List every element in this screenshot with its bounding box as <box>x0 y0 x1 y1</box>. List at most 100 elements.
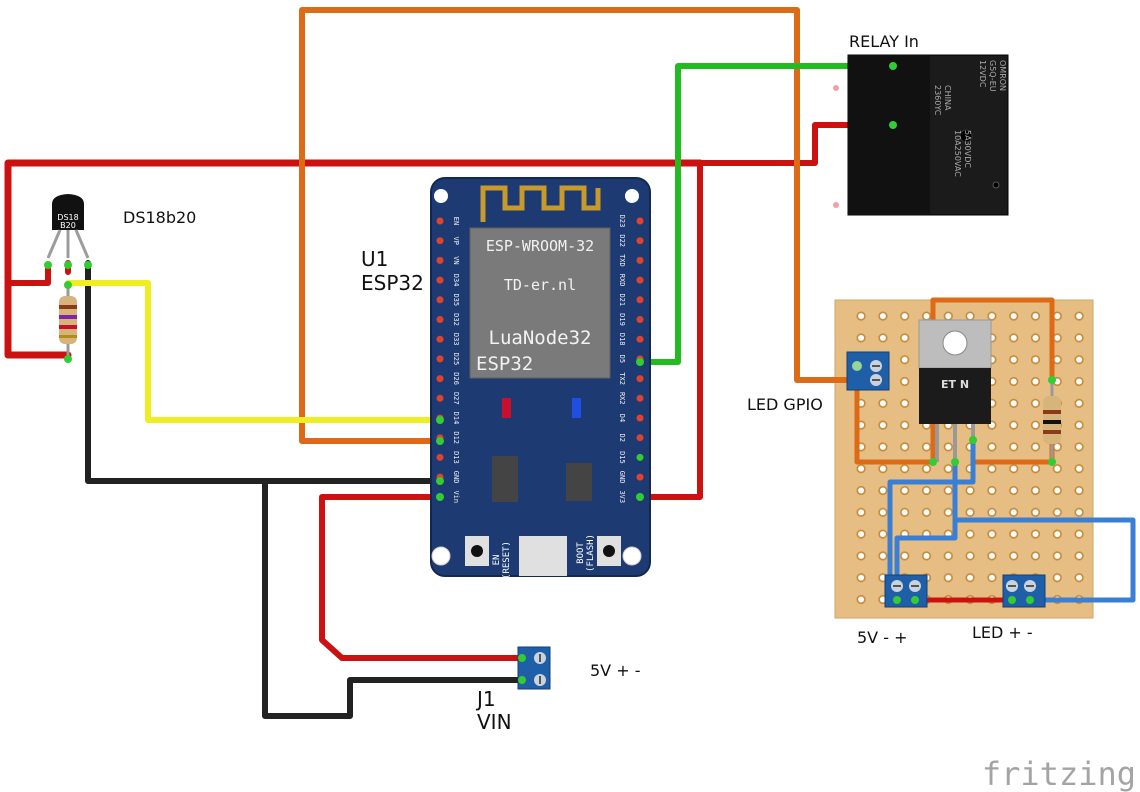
ds18b20-sensor: DS18 B20 <box>44 194 92 269</box>
pin-label-right-d5: D5 <box>618 355 626 363</box>
pin-left-d34 <box>436 276 444 284</box>
red-wire-sensor-loop <box>5 265 51 286</box>
fritzing-logo: fritzing <box>982 755 1136 792</box>
pin-right-d23 <box>636 217 644 225</box>
pin-right-d22 <box>636 237 644 245</box>
label-5v-board: 5V - + <box>857 628 907 647</box>
label-led-board: LED + - <box>972 623 1033 642</box>
pin-label-right-tx2: TX2 <box>618 372 626 385</box>
left-pin-header: ENVPVND34D35D32D33D25D26D27D14D12D13GNDV… <box>436 217 460 503</box>
black-wire-sensor-gnd <box>85 260 443 484</box>
pullup-resistor <box>59 281 77 363</box>
sensor-chip-line1: DS18 <box>57 213 78 222</box>
pin-label-left-d14: D14 <box>452 412 460 425</box>
pin-right-rx2 <box>636 394 644 402</box>
pin-right-d2 <box>636 434 644 442</box>
btn-left-sub: (RESET) <box>502 541 512 579</box>
terminal-led-board <box>1002 574 1046 608</box>
pin-right-d21 <box>636 296 644 304</box>
relay-rating1: 5A30VDC <box>963 130 972 168</box>
label-ds18b20: DS18b20 <box>123 208 196 227</box>
btn-right-label: BOOT <box>576 542 586 564</box>
esp-pin-connections <box>436 358 644 501</box>
pin-left-d25 <box>436 355 444 363</box>
pin-label-left-gnd: GND <box>452 471 460 484</box>
led-blue <box>572 398 581 418</box>
red-wire-vin <box>319 494 525 661</box>
red-wire-3v3 <box>637 160 703 500</box>
pin-left-d33 <box>436 335 444 343</box>
orange-wire-top <box>299 7 860 444</box>
pin-label-right-d22: D22 <box>618 234 626 247</box>
pin-left-vp <box>436 237 444 245</box>
pin-label-right-d15: D15 <box>618 451 626 464</box>
right-pin-header: D23D22TXDRXDD21D19D18D5TX2RX2D4D2D15GND3… <box>618 215 644 503</box>
pin-label-left-en: EN <box>452 217 460 225</box>
terminal-5v-board <box>884 574 928 608</box>
pin-right-rxd <box>636 276 644 284</box>
btn-right-sub: (FLASH) <box>586 534 596 572</box>
label-j1: J1 <box>475 687 496 711</box>
label-led-gpio: LED GPIO <box>747 395 823 414</box>
pin-label-right-d23: D23 <box>618 215 626 228</box>
module-name: ESP-WROOM-32 <box>486 237 594 255</box>
pin-right-txd <box>636 256 644 264</box>
pin-label-left-d26: D26 <box>452 372 460 385</box>
btn-left-label: EN <box>492 555 502 566</box>
pin-right-tx2 <box>636 375 644 383</box>
pin-right-d4 <box>636 414 644 422</box>
black-wire-j1-gnd <box>262 478 525 719</box>
pin-label-left-vn: VN <box>452 256 460 264</box>
pin-label-right-d18: D18 <box>618 333 626 346</box>
esp32-board: ESP-WROOM-32 TD-er.nl LuaNode32 ESP32 EN… <box>430 177 651 579</box>
pin-label-left-d27: D27 <box>452 392 460 405</box>
pin-label-left-d13: D13 <box>452 451 460 464</box>
pin-label-right-gnd: GND <box>618 471 626 484</box>
label-relay-in: RELAY In <box>849 32 919 51</box>
board-resistor <box>1043 376 1061 466</box>
pin-left-d32 <box>436 316 444 323</box>
module-sub: TD-er.nl <box>504 276 576 294</box>
board-name-1: LuaNode32 <box>489 327 592 349</box>
pin-label-left-d33: D33 <box>452 333 460 346</box>
pin-left-d35 <box>436 296 444 304</box>
pin-label-right-d21: D21 <box>618 293 626 306</box>
board-name-2: ESP32 <box>476 353 533 375</box>
pin-label-left-d34: D34 <box>452 274 460 287</box>
pin-right-d15 <box>636 453 644 461</box>
pin-label-left-vp: VP <box>452 236 460 244</box>
pin-label-right-3v3: 3V3 <box>618 490 626 503</box>
pin-left-d27 <box>436 394 444 402</box>
green-wire-relay <box>637 63 896 365</box>
pin-label-right-txd: TXD <box>618 254 626 267</box>
pin-right-d19 <box>636 316 644 323</box>
pin-label-right-d4: D4 <box>618 414 626 422</box>
pin-right-gnd <box>636 473 644 481</box>
chip-2 <box>566 463 592 501</box>
relay-rating2: 10A250VAC <box>953 130 962 177</box>
pin-label-left-d32: D32 <box>452 313 460 326</box>
relay-voltage: 12VDC <box>978 60 987 88</box>
pin-label-right-rx2: RX2 <box>618 392 626 405</box>
red-wire-top <box>4 159 704 359</box>
pin-label-left-d25: D25 <box>452 353 460 366</box>
transistor-text: ET N <box>941 378 969 391</box>
relay-origin: CHINA <box>943 85 952 111</box>
relay-code: 2360YC <box>933 85 942 116</box>
blue-wire-board-2 <box>887 437 976 603</box>
pin-label-right-d19: D19 <box>618 313 626 326</box>
pin-label-left-d35: D35 <box>452 293 460 306</box>
blue-wire-board-3 <box>894 459 958 603</box>
pin-left-en <box>436 217 444 225</box>
pin-left-d13 <box>436 453 444 461</box>
pin-label-right-d2: D2 <box>618 433 626 441</box>
pin-label-left-vin: Vin <box>452 490 460 503</box>
label-vin: VIN <box>477 710 512 734</box>
terminal-led-gpio <box>846 351 890 391</box>
relay: OMRON G5Q-EU 12VDC CHINA 2360YC 5A30VDC … <box>833 54 1009 216</box>
label-u1: U1 <box>361 247 388 271</box>
pin-left-d26 <box>436 375 444 383</box>
led-red <box>502 398 511 418</box>
usb-connector <box>519 536 567 576</box>
